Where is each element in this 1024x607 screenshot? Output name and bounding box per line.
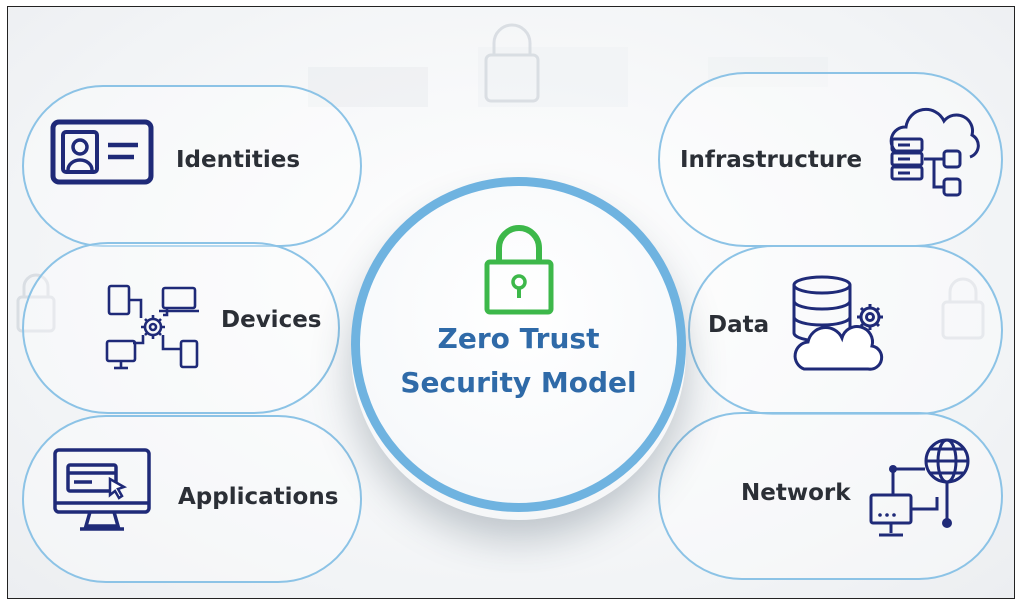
label-devices: Devices <box>221 307 322 333</box>
database-cloud-icon <box>792 275 884 371</box>
label-identities: Identities <box>176 147 301 173</box>
id-card-icon <box>50 119 154 185</box>
label-infrastructure: Infrastructure <box>680 147 863 173</box>
center-title-line2: Security Model <box>400 366 637 399</box>
pill-applications <box>22 415 362 583</box>
label-network: Network <box>741 480 851 506</box>
globe-network-icon <box>869 438 970 537</box>
pill-devices <box>22 242 340 414</box>
application-window-icon <box>53 448 151 531</box>
connected-devices-icon <box>105 284 199 370</box>
diagram-frame: Identities Devices <box>7 6 1015 599</box>
pill-identities <box>22 85 362 247</box>
cloud-server-icon <box>889 107 980 197</box>
label-applications: Applications <box>178 484 339 510</box>
padlock-icon <box>484 225 554 315</box>
center-circle: Zero Trust Security Model <box>351 177 686 512</box>
center-title-line1: Zero Trust <box>437 322 600 355</box>
label-data: Data <box>708 312 770 338</box>
